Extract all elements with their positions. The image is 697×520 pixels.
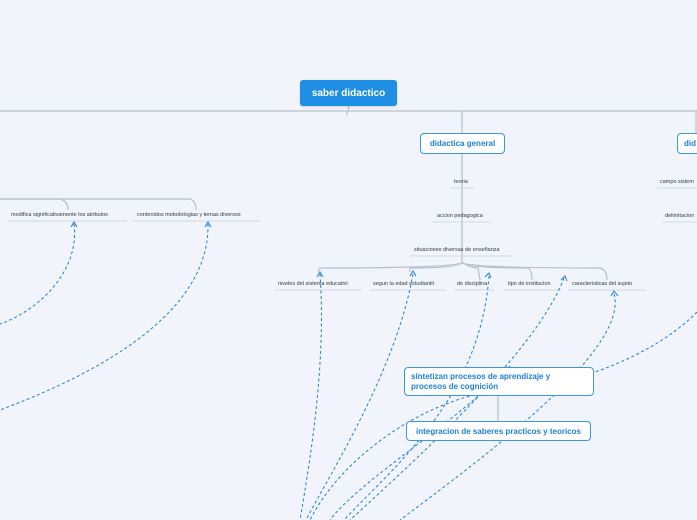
- leaf-underlines: [8, 187, 697, 291]
- relation-right: [309, 311, 697, 520]
- leaf-caracteristicas-sujeto[interactable]: caracteristicas del sujeto: [572, 281, 633, 287]
- leaf-de-disciplina[interactable]: de disciplina: [457, 281, 488, 287]
- branch-right-partial[interactable]: did: [677, 133, 697, 154]
- leaf-contenidos-metodologias[interactable]: contenidos metodologias y temas diversos: [137, 212, 241, 218]
- connector-lines: [0, 106, 697, 421]
- connector-tipo: [461, 261, 533, 281]
- leaf-segun-edad[interactable]: segun la edad estudiantil: [373, 281, 434, 287]
- leaf-tipo-institucion[interactable]: tipo de institucion: [508, 281, 551, 287]
- relation-segun: [305, 273, 414, 520]
- leaf-situaciones-diversas[interactable]: situaciones diversas de enseñanza: [414, 247, 500, 253]
- arrowhead-modifica: [70, 221, 78, 228]
- arrowhead-disciplina: [484, 272, 492, 279]
- relation-niveles: [299, 273, 322, 520]
- leaf-modifica-atributos[interactable]: modifica significativamente los atributo…: [11, 212, 108, 218]
- arrowhead-tipo: [560, 275, 568, 282]
- relation-modifica: [0, 223, 76, 325]
- floating-sintetizan-procesos[interactable]: sintetizan procesos de aprendizaje y pro…: [404, 367, 594, 396]
- connector-segun: [409, 261, 463, 272]
- leaf-delimitacion[interactable]: delimitacion: [665, 213, 695, 219]
- root-node[interactable]: saber didactico: [300, 80, 397, 106]
- branch-didactica-general[interactable]: didactica general: [420, 133, 505, 154]
- leaf-accion-pedagogica[interactable]: accion pedagogica: [437, 213, 483, 219]
- leaf-niveles-sistema[interactable]: niveles del sistema educativi: [278, 281, 348, 287]
- arrowhead-contenidos: [204, 221, 212, 228]
- relation-contenidos: [0, 223, 209, 411]
- arrowhead-caracteristicas: [610, 290, 619, 297]
- arrowhead-segun: [409, 270, 417, 277]
- arrowheads: [70, 221, 619, 297]
- connector-modifica: [0, 198, 69, 211]
- relation-disciplina: [343, 275, 490, 520]
- floating-integracion-saberes[interactable]: integracion de saberes practicos y teori…: [406, 421, 591, 441]
- connector-caracteristicas: [461, 261, 608, 281]
- relation-caracteristicas: [399, 293, 616, 520]
- relation-tipo: [349, 277, 565, 520]
- leaf-campo-sistem[interactable]: campo sistem: [660, 179, 694, 185]
- arrowhead-niveles: [316, 271, 324, 278]
- connector-niveles: [317, 261, 463, 273]
- leaf-teoria[interactable]: teoria: [454, 179, 468, 185]
- connector-contenidos: [0, 198, 197, 211]
